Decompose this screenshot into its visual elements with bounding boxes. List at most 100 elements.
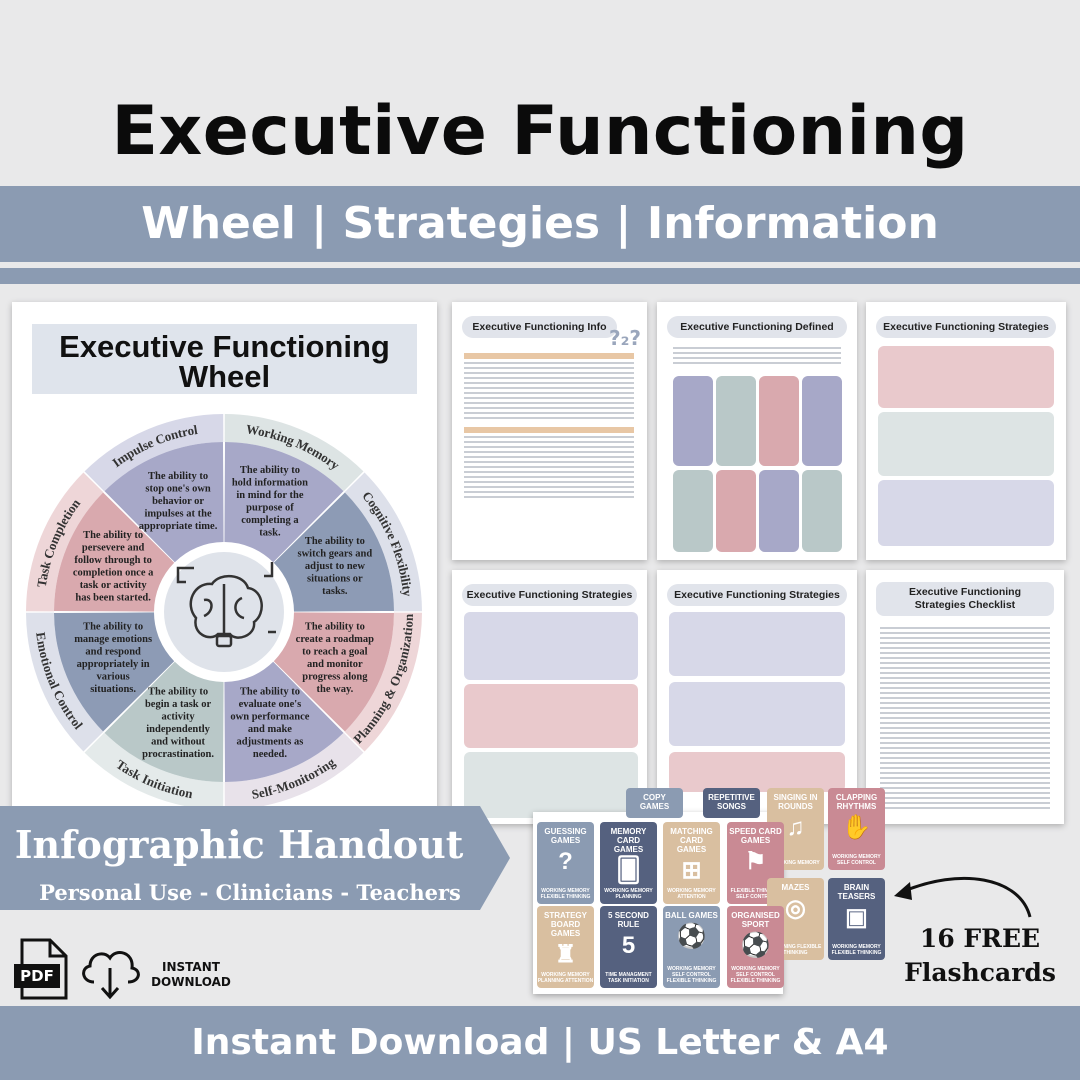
wheel-segment-text: The ability to bbox=[148, 687, 208, 698]
wheel-segment-text: persevere and bbox=[82, 542, 145, 553]
wheel-segment-text: begin a task or bbox=[145, 699, 212, 710]
flashcard-icon: ⚽ bbox=[676, 923, 707, 950]
checklist-title-line1: Executive Functioning bbox=[908, 586, 1021, 598]
pdf-icon: PDF bbox=[14, 938, 68, 1000]
strategy-box bbox=[878, 412, 1054, 476]
footer-band: Instant Download | US Letter & A4 bbox=[0, 1006, 1080, 1080]
strategy-box bbox=[878, 346, 1054, 408]
defined-box bbox=[802, 376, 842, 466]
pdf-icon-label: PDF bbox=[20, 967, 54, 985]
wheel-segment-text: The ability to bbox=[83, 622, 143, 633]
wheel-segment-text: manage emotions bbox=[74, 634, 152, 645]
flashcard-title: CLAPPING RHYTHMS bbox=[835, 793, 878, 811]
defined-box bbox=[802, 470, 842, 552]
defined-box bbox=[716, 376, 756, 466]
wheel-segment-task-initiation bbox=[104, 661, 224, 782]
flashcard-title: COPY GAMES bbox=[639, 793, 670, 811]
flashcard-skills: WORKING MEMORY SELF CONTROL FLEXIBLE THI… bbox=[730, 966, 781, 984]
wheel-title: Executive Functioning Wheel bbox=[12, 329, 437, 394]
wheel-segment-text: follow through to bbox=[74, 555, 151, 566]
wheel-title-line2: Wheel bbox=[178, 359, 271, 394]
wheel-segment-text: impulses at the bbox=[145, 509, 212, 520]
wheel-segment-text: has been started. bbox=[75, 592, 151, 603]
wheel-ring-segment bbox=[344, 472, 422, 612]
wheel-ring-segment bbox=[344, 612, 422, 752]
wheel-page: Executive Functioning Wheel Impulse Cont… bbox=[12, 302, 437, 832]
wheel-segment-text: needed. bbox=[253, 749, 288, 760]
wheel-segment-text: behavior or bbox=[152, 496, 204, 507]
flashcard-title: SINGING IN ROUNDS bbox=[773, 793, 818, 811]
wheel-segment-text: progress along bbox=[302, 672, 368, 683]
wheel-segment-text: the way. bbox=[316, 684, 353, 695]
wheel-segment-text: appropriate time. bbox=[139, 521, 218, 532]
instant-download-label: INSTANT DOWNLOAD bbox=[146, 960, 236, 990]
wheel-segment-emotional-control bbox=[54, 612, 175, 732]
checklist-page: Executive Functioning Strategies Checkli… bbox=[866, 570, 1064, 824]
question-marks-icon: ?₂? bbox=[609, 326, 641, 350]
cloud-download-icon bbox=[82, 951, 140, 1000]
wheel-segment-text: The ability to bbox=[240, 465, 300, 476]
wheel-segment-text: and respond bbox=[85, 647, 141, 658]
flashcard-icon: ⚑ bbox=[744, 848, 767, 875]
strategies-page-title: Executive Functioning Strategies bbox=[667, 584, 847, 606]
handout-title: Infographic Handout bbox=[14, 822, 464, 867]
wheel-ring-segment bbox=[84, 414, 224, 492]
strategy-box bbox=[464, 612, 638, 680]
strategy-box bbox=[464, 684, 638, 748]
strategy-box bbox=[464, 752, 638, 818]
flashcard-icon: ? bbox=[558, 848, 573, 875]
wheel-segment-text: and without bbox=[151, 737, 205, 748]
curved-arrow-icon bbox=[894, 876, 1032, 918]
wheel-segment-text: in mind for the bbox=[236, 490, 304, 501]
info-page: Executive Functioning Info ?₂? bbox=[452, 302, 647, 560]
flashcard-title: ORGANISED SPORT bbox=[731, 911, 780, 929]
strategies-page-2: Executive Functioning Strategies bbox=[452, 570, 647, 824]
wheel-segment-self-monitoring bbox=[224, 661, 344, 782]
wheel-segment-text: The ability to bbox=[305, 536, 365, 547]
flashcard-title: STRATEGY BOARD GAMES bbox=[544, 911, 587, 938]
subtitle-band: Wheel | Strategies | Information bbox=[0, 186, 1080, 262]
handout-banner bbox=[0, 806, 510, 910]
flashcard-icon: ♜ bbox=[554, 941, 577, 968]
wheel-ring-segment bbox=[224, 414, 364, 492]
wheel-segment-text: completing a bbox=[241, 515, 299, 526]
wheel-segment-planning-organization bbox=[273, 612, 394, 732]
flashcard-icon: 5 bbox=[621, 932, 636, 959]
flashcard-title: 5 SECOND RULE bbox=[608, 911, 649, 929]
flashcard-title: MATCHING CARD GAMES bbox=[670, 827, 713, 854]
wheel-segment-text: create a roadmap bbox=[296, 634, 375, 645]
wheel-ring-segment bbox=[224, 732, 364, 810]
instant-line2: DOWNLOAD bbox=[151, 975, 231, 989]
flashcard: BALL GAMES⚽WORKING MEMORY SELF CONTROL F… bbox=[663, 906, 720, 988]
flashcard: COPY GAMES bbox=[626, 788, 683, 818]
wheel-segment-impulse-control bbox=[104, 442, 224, 563]
wheel-segment-text: adjustments as bbox=[237, 737, 304, 748]
defined-box bbox=[759, 470, 799, 552]
flashcard: MATCHING CARD GAMES⊞WORKING MEMORY ATTEN… bbox=[663, 822, 720, 904]
info-text-block bbox=[464, 350, 634, 501]
wheel-segment-text: The ability to bbox=[305, 622, 365, 633]
wheel-segment-text: situations or bbox=[307, 574, 363, 585]
checklist-title: Executive Functioning Strategies Checkli… bbox=[876, 582, 1054, 616]
wheel-segment-text: situations. bbox=[90, 684, 136, 695]
wheel-segment-text: stop one's own bbox=[145, 484, 211, 495]
flashcard: CLAPPING RHYTHMS✋WORKING MEMORY SELF CON… bbox=[828, 788, 885, 870]
flashcard: GUESSING GAMES?WORKING MEMORY FLEXIBLE T… bbox=[537, 822, 594, 904]
free-flashcards-label: 16 FREE Flashcards bbox=[895, 922, 1065, 990]
strategy-box bbox=[669, 752, 845, 792]
brain-lightbulb-icon bbox=[176, 562, 276, 648]
wheel-title-line1: Executive Functioning bbox=[59, 329, 390, 364]
flashcard: STRATEGY BOARD GAMES♜WORKING MEMORY PLAN… bbox=[537, 906, 594, 988]
wheel-title-bg bbox=[32, 324, 417, 394]
flashcard-icon: ⚽ bbox=[740, 932, 771, 959]
flashcard-icon: ✋ bbox=[841, 814, 872, 841]
flashcard-icon: 🂠 bbox=[616, 857, 641, 884]
flashcard: BRAIN TEASERS▣WORKING MEMORY FLEXIBLE TH… bbox=[828, 878, 885, 960]
flashcard-skills: WORKING MEMORY ATTENTION bbox=[667, 888, 716, 900]
wheel-ring-segment bbox=[26, 612, 104, 752]
flashcard-title: BRAIN TEASERS bbox=[837, 883, 876, 901]
flashcard-skills: WORKING MEMORY PLANNING bbox=[604, 888, 653, 900]
strategy-box bbox=[669, 682, 845, 746]
